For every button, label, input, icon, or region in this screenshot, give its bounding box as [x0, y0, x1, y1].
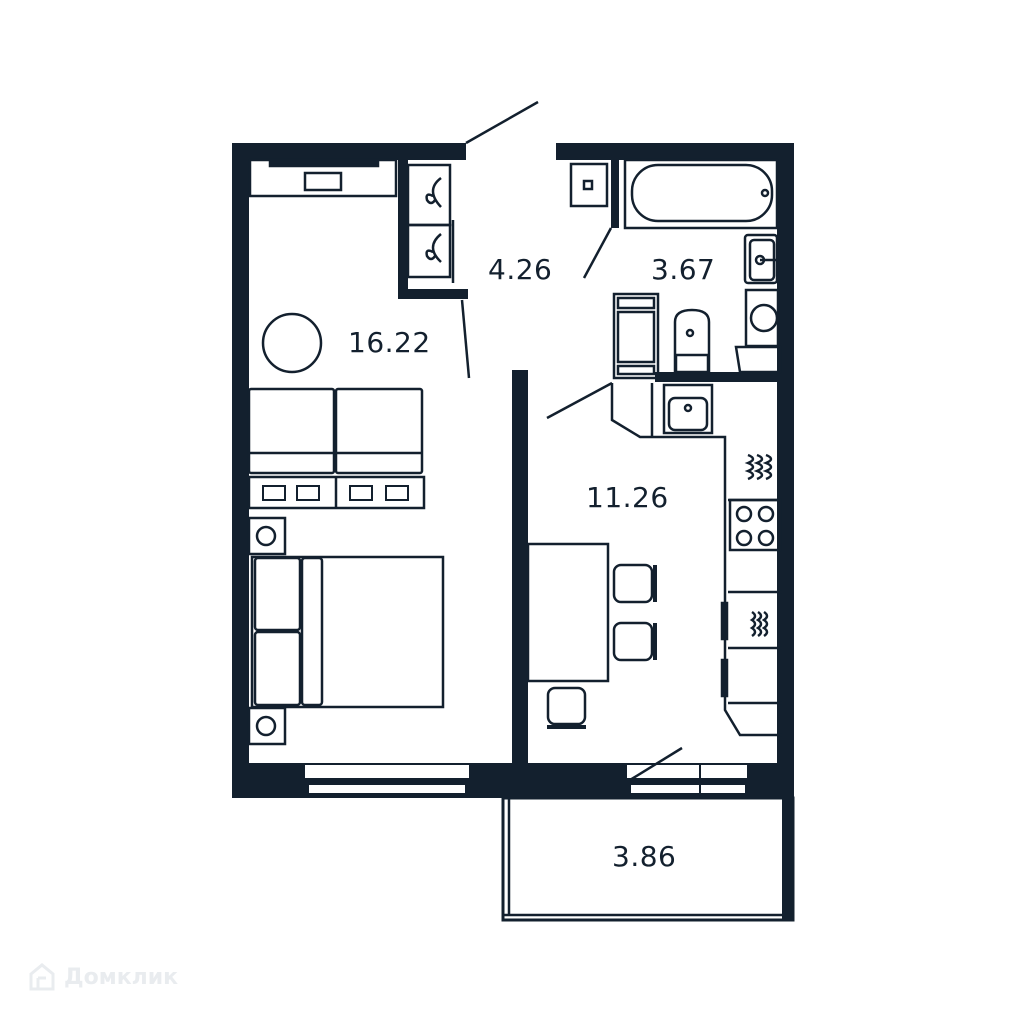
walls	[232, 143, 794, 920]
area-kitchen: 11.26	[586, 481, 669, 514]
house-logo-icon	[29, 963, 55, 991]
windows	[303, 763, 749, 795]
fixtures	[247, 100, 795, 922]
area-bathroom: 3.67	[651, 253, 716, 286]
watermark-brand: Домклик	[64, 964, 179, 990]
watermark: Домклик	[28, 962, 178, 992]
area-hallway: 4.26	[488, 253, 553, 286]
area-living-room: 16.22	[348, 326, 431, 359]
area-balcony: 3.86	[612, 840, 677, 873]
appliance-symbols	[744, 453, 773, 638]
radiators	[262, 485, 409, 501]
